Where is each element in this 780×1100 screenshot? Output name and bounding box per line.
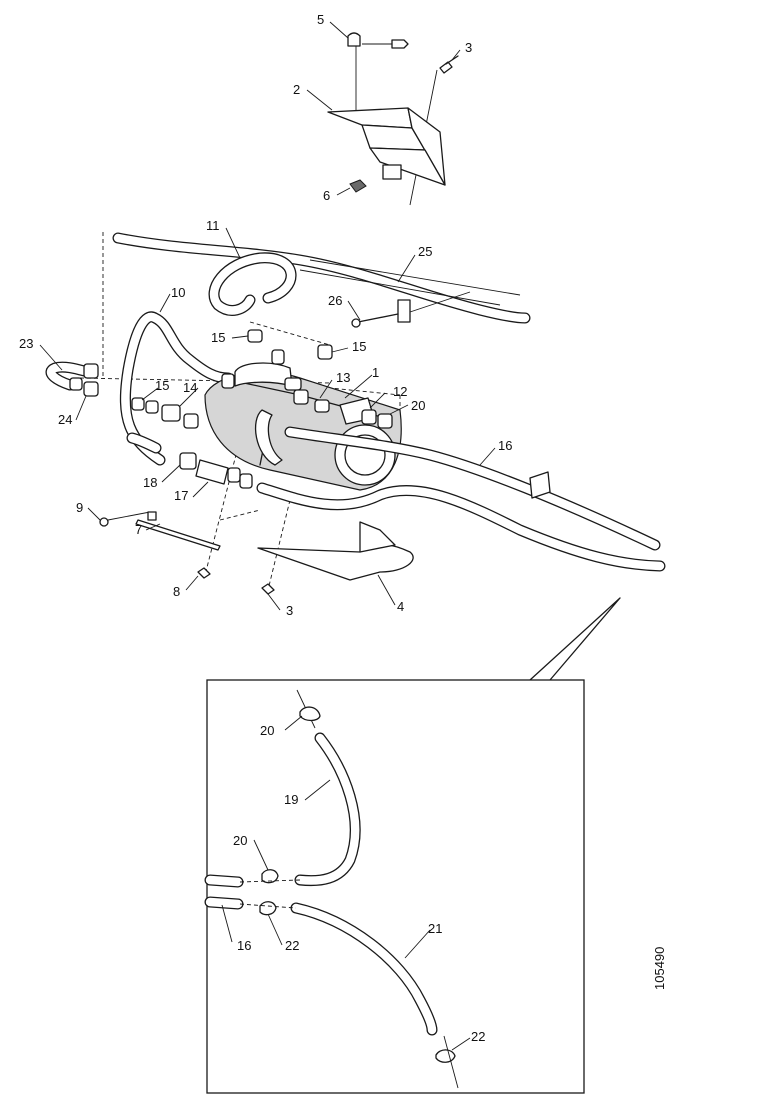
callout-16: 16 (498, 438, 512, 453)
callout-13: 13 (336, 370, 350, 385)
detail-pointer (529, 597, 621, 681)
callout-25: 25 (418, 244, 432, 259)
callout-10: 10 (171, 285, 185, 300)
callout-19: 19 (284, 792, 298, 807)
callout-3: 3 (286, 603, 293, 618)
callout-20: 20 (233, 833, 247, 848)
callout-12: 12 (393, 384, 407, 399)
callout-4: 4 (397, 599, 404, 614)
callout-15: 15 (352, 339, 366, 354)
callout-22: 22 (285, 938, 299, 953)
callout-23: 23 (19, 336, 33, 351)
callout-labels: 5 3 2 6 11 25 10 26 23 15 15 13 1 15 14 … (19, 12, 512, 1044)
callout-3: 3 (465, 40, 472, 55)
callout-6: 6 (323, 188, 330, 203)
figure-id: 105490 (652, 947, 667, 990)
detail-inset (204, 679, 585, 1094)
callout-8: 8 (173, 584, 180, 599)
callout-1: 1 (372, 365, 379, 380)
callout-15: 15 (211, 330, 225, 345)
callout-5: 5 (317, 12, 324, 27)
callout-11: 11 (206, 218, 220, 233)
callout-26: 26 (328, 293, 342, 308)
callout-24: 24 (58, 412, 72, 427)
callout-7: 7 (135, 522, 142, 537)
callout-22: 22 (471, 1029, 485, 1044)
main-assembly (45, 232, 666, 595)
callout-16: 16 (237, 938, 251, 953)
callout-18: 18 (143, 475, 157, 490)
callout-15: 15 (155, 378, 169, 393)
callout-20: 20 (411, 398, 425, 413)
callout-9: 9 (76, 500, 83, 515)
leader-lines (39, 21, 496, 1051)
callout-17: 17 (174, 488, 188, 503)
callout-14: 14 (183, 380, 197, 395)
upper-bracket-assembly (327, 32, 459, 206)
callout-2: 2 (293, 82, 300, 97)
callout-21: 21 (428, 921, 442, 936)
callout-20: 20 (260, 723, 274, 738)
